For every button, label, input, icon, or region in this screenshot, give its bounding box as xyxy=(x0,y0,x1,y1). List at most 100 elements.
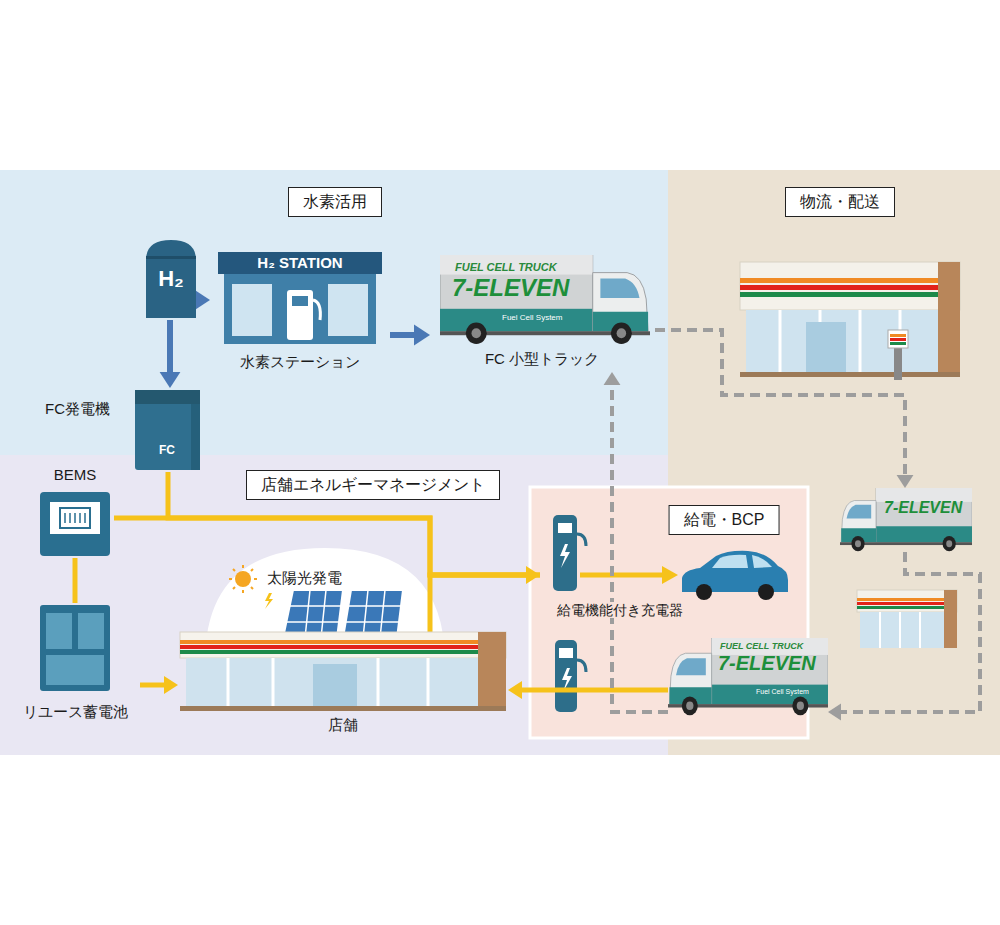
hydrogen-tank-art-part xyxy=(146,240,196,318)
delivery-truck: FUEL CELL TRUCK7-ELEVENFuel Cell System xyxy=(668,638,828,716)
truck-drawing xyxy=(668,638,828,715)
charger-illustration xyxy=(555,640,586,712)
delivery-truck: 7-ELEVEN xyxy=(840,488,972,552)
truck-drawing-part-part xyxy=(851,536,864,551)
truck-drawing-part-part xyxy=(593,273,648,332)
power-arrowhead xyxy=(662,566,678,584)
truck-drawing-part xyxy=(440,255,650,344)
power-line xyxy=(75,558,76,603)
store-glass xyxy=(860,612,952,648)
truck-drawing-part-part xyxy=(682,697,698,716)
reuse-battery-art-part xyxy=(78,613,104,649)
sign-stripe xyxy=(890,334,906,337)
store-building-art-part xyxy=(180,645,480,649)
car-window xyxy=(752,555,772,568)
node-label: FC発電機 xyxy=(45,400,110,417)
reuse-battery-art-part xyxy=(46,613,72,649)
truck-drawing-part-part xyxy=(617,328,627,338)
truck-drawing xyxy=(440,255,650,344)
hydrogen-flow xyxy=(390,325,430,346)
charger-unit-art-part xyxy=(558,523,572,533)
truck-drawing-part-part xyxy=(676,658,706,675)
arrowhead xyxy=(508,681,522,699)
node-label: FUEL CELL TRUCK xyxy=(455,261,557,274)
solar-panel-art-part xyxy=(265,593,273,609)
solar-panel: 太陽光発電 xyxy=(225,563,410,643)
arrowhead xyxy=(604,372,621,385)
bems-unit-art-part xyxy=(65,513,85,523)
store-building: 店舗 xyxy=(178,632,508,737)
car-wheel xyxy=(758,584,774,600)
solar-panel-art-part xyxy=(343,590,403,638)
node-label: 7-ELEVEN xyxy=(452,274,569,302)
logistics-region-fill xyxy=(668,170,1000,755)
store-building-art-part xyxy=(180,640,480,644)
solar-panel-art-part xyxy=(287,590,401,638)
store-building-art-part xyxy=(180,650,480,654)
hydrogen-flow xyxy=(194,290,210,311)
power-line xyxy=(114,518,540,575)
hydrogen-station-art-part xyxy=(224,274,376,344)
hydrogen-region-fill xyxy=(0,170,668,455)
delivery-route xyxy=(655,330,913,488)
arrowhead xyxy=(897,475,914,488)
truck-drawing-part-part xyxy=(847,505,872,519)
charger-unit-art-part xyxy=(553,515,577,591)
delivery-truck-art xyxy=(840,488,972,552)
charger-screen xyxy=(559,648,573,658)
hydrogen-station: H₂ STATION水素ステーション xyxy=(210,250,390,375)
bems-unit-art-part xyxy=(60,508,90,528)
truck-drawing-part-part xyxy=(686,702,693,710)
truck-drawing-part-part xyxy=(841,501,876,543)
hydrogen-station-art-part xyxy=(328,284,368,336)
sign-stripe xyxy=(890,342,906,345)
power-line xyxy=(140,676,178,694)
truck-drawing-part-part xyxy=(855,540,861,547)
fc-generator-art-part xyxy=(135,390,200,404)
node-label: BEMS xyxy=(54,466,97,483)
truck-drawing-part-part xyxy=(712,685,828,705)
truck-drawing-part-part xyxy=(797,702,804,710)
fc-truck: FUEL CELL TRUCK7-ELEVENFuel Cell SystemF… xyxy=(430,250,655,372)
store-building-art-part xyxy=(478,632,506,708)
truck-drawing-part-part xyxy=(792,697,808,716)
node-label: 店舗 xyxy=(328,716,358,733)
charger-body xyxy=(555,640,577,712)
arrowhead xyxy=(164,676,178,694)
truck-drawing-part-part xyxy=(876,488,972,542)
truck-drawing-part-part xyxy=(946,540,952,547)
hydrogen-station-art-part xyxy=(287,290,313,340)
truck-drawing-part-part xyxy=(440,309,593,332)
truck-drawing xyxy=(840,488,972,551)
node-label: H₂ STATION xyxy=(257,254,342,271)
truck-drawing-part xyxy=(840,488,972,551)
node-label: リユース蓄電池 xyxy=(23,703,128,720)
hydrogen-station-art-part xyxy=(292,296,308,306)
store-door xyxy=(806,322,846,372)
store-fascia xyxy=(740,262,960,310)
fc-generator: FC発電機FC xyxy=(45,388,205,472)
bems-unit-art-part xyxy=(50,502,100,534)
region-heading: 水素活用 xyxy=(288,187,382,217)
store-fascia xyxy=(857,590,957,612)
car-wheel xyxy=(696,584,712,600)
charger-cable xyxy=(577,660,586,672)
store-stripe xyxy=(740,278,960,283)
store-stripe xyxy=(857,602,957,605)
bcp-region: 給電・BCP給電機能付き充電器FUEL CELL TRUCK7-ELEVENFu… xyxy=(530,487,808,738)
region-heading: 給電・BCP xyxy=(669,505,780,535)
connector-line xyxy=(73,558,78,603)
arrowhead xyxy=(828,704,841,721)
connector-line xyxy=(114,518,540,575)
hydrogen-station-art-part xyxy=(232,284,272,336)
truck-drawing-part-part xyxy=(669,653,711,704)
node-label: H₂ xyxy=(158,266,184,291)
connector-line xyxy=(518,688,668,693)
charger-unit: 給電機能付き充電器 xyxy=(540,512,700,624)
solar-panel-art-part xyxy=(235,571,251,587)
node-label: 太陽光発電 xyxy=(267,569,342,586)
hydrogen-region: 水素活用 H₂ H₂ STATION水素ステーション FUEL CELL TRUCK7… xyxy=(0,170,668,455)
store-building-art-part xyxy=(228,658,428,708)
connector-line xyxy=(167,320,173,377)
arrowhead xyxy=(160,372,181,388)
